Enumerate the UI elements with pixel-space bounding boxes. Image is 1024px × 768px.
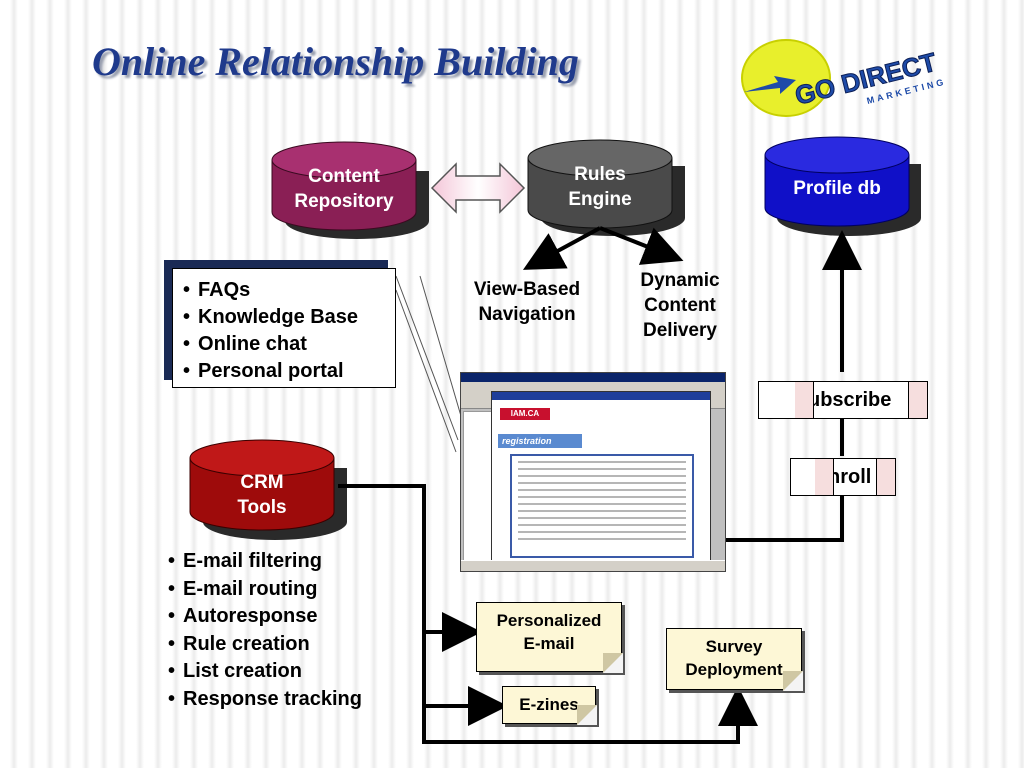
list-item: Response tracking xyxy=(168,686,362,714)
subscribe-box: Subscribe xyxy=(758,381,928,419)
enroll-to-screenshot-line xyxy=(726,496,844,542)
ezines-note: E-zines xyxy=(502,686,597,725)
content-features-box: FAQs Knowledge Base Online chat Personal… xyxy=(172,268,396,388)
crm-tools-cylinder xyxy=(189,439,347,540)
content-repository-label: Content Repository xyxy=(294,166,394,212)
registration-text-panel xyxy=(510,454,694,558)
content-features-list: FAQs Knowledge Base Online chat Personal… xyxy=(173,269,395,393)
list-item: Online chat xyxy=(183,331,385,358)
registration-window: IAM.CA registration xyxy=(491,391,711,561)
registration-heading: registration xyxy=(498,434,582,448)
personalized-email-note: Personalized E-mail xyxy=(476,602,623,673)
rules-engine-cylinder xyxy=(527,139,685,236)
list-item: E-mail routing xyxy=(168,576,362,604)
taskbar xyxy=(461,560,725,571)
list-item: Knowledge Base xyxy=(183,304,385,331)
list-item: Autoresponse xyxy=(168,603,362,631)
list-item: FAQs xyxy=(183,277,385,304)
list-item: Rule creation xyxy=(168,631,362,659)
site-logo: IAM.CA xyxy=(500,408,550,420)
direct-marketing-logo: GO DIRECT MARKETING xyxy=(741,39,947,117)
subscribe-label: Subscribe xyxy=(794,389,892,411)
dynamic-content-delivery-label: Dynamic Content Delivery xyxy=(640,270,720,341)
sync-double-arrow xyxy=(430,162,526,214)
survey-deployment-note: Survey Deployment xyxy=(666,628,803,691)
logo-arrow-icon xyxy=(744,76,796,94)
rules-engine-label: Rules Engine xyxy=(568,164,632,210)
slide-title: Online Relationship Building xyxy=(92,39,579,84)
enroll-box: Enroll xyxy=(790,458,896,496)
list-item: List creation xyxy=(168,658,362,686)
content-repository-cylinder xyxy=(271,141,429,239)
arrow-to-view-navigation xyxy=(522,226,601,270)
list-item: E-mail filtering xyxy=(168,548,362,576)
profile-db-label: Profile db xyxy=(793,178,881,199)
arrow-to-dynamic-content xyxy=(599,226,684,265)
crm-tools-label: CRM Tools xyxy=(237,472,287,518)
view-based-navigation-label: View-Based Navigation xyxy=(473,279,581,325)
logo-yellow-disc xyxy=(742,40,830,116)
browser-screenshot: IAM.CA registration xyxy=(460,372,726,572)
crm-route-line xyxy=(338,484,758,744)
profile-db-cylinder xyxy=(764,136,921,236)
crm-features-list: E-mail filtering E-mail routing Autoresp… xyxy=(168,548,362,713)
list-item: Personal portal xyxy=(183,358,385,385)
